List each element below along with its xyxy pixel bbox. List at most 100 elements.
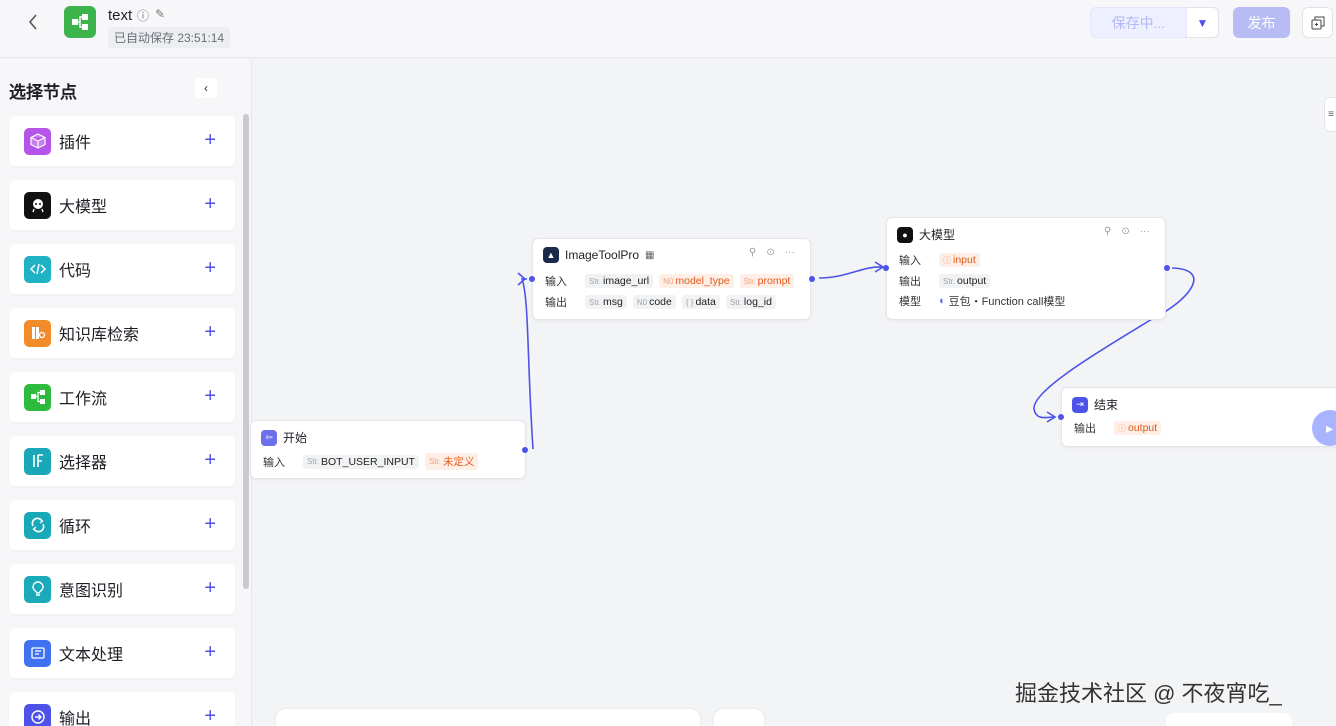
plugin-icon <box>24 127 51 155</box>
collapse-sidebar-button[interactable]: ‹ <box>195 78 217 98</box>
param-tag: Str.prompt <box>739 274 795 288</box>
sidebar-item-code[interactable]: 代码 + <box>9 244 235 294</box>
node-title: ImageToolPro <box>565 248 640 262</box>
debug-icon[interactable]: ⚲ <box>749 247 757 258</box>
sidebar-item-knowledge[interactable]: 知识库检索 + <box>9 308 235 358</box>
end-icon: ⇥ <box>1072 396 1088 413</box>
sidebar-item-workflow[interactable]: 工作流 + <box>9 372 235 422</box>
save-dropdown-button[interactable]: ▼ <box>1187 7 1219 38</box>
menu-icon: ≡ <box>1328 109 1334 120</box>
copy-button[interactable] <box>1302 7 1333 38</box>
llm-icon <box>24 191 51 219</box>
sidebar-item-plugin[interactable]: 插件 + <box>9 116 235 166</box>
output-label: 输出 <box>1074 423 1096 435</box>
imagetool-node[interactable]: ▲ ImageToolPro ▦ ⚲ ⊙ ··· 输入 Str.image_ur… <box>529 238 815 320</box>
sidebar-scrollbar[interactable] <box>243 114 249 589</box>
add-icon[interactable]: + <box>204 129 216 151</box>
output-port[interactable] <box>522 447 528 453</box>
edge-llm-to-end <box>1033 267 1195 419</box>
bottom-toolbar[interactable] <box>276 709 700 726</box>
sidebar-item-output[interactable]: 输出 + <box>9 692 235 726</box>
run-icon[interactable]: ⊙ <box>766 247 775 258</box>
sidebar-item-label: 文本处理 <box>59 647 124 664</box>
output-port[interactable] <box>809 276 815 282</box>
param-tag: Str.output <box>939 274 991 288</box>
input-port[interactable] <box>529 276 535 282</box>
start-icon: ⇦ <box>261 429 277 446</box>
add-icon[interactable]: + <box>204 513 216 535</box>
back-arrow-icon[interactable] <box>22 10 44 34</box>
sidebar-item-label: 大模型 <box>59 199 108 216</box>
sidebar-item-label: 代码 <box>59 263 92 280</box>
add-icon[interactable]: + <box>204 705 216 726</box>
info-icon[interactable]: ⓘ <box>137 9 150 23</box>
more-icon[interactable]: ··· <box>784 247 795 258</box>
calendar-icon: ▦ <box>645 249 655 261</box>
add-icon[interactable]: + <box>204 385 216 407</box>
add-icon[interactable]: + <box>204 321 216 343</box>
debug-icon[interactable]: ⚲ <box>1104 226 1112 237</box>
right-panel-toggle[interactable]: ≡ <box>1324 97 1336 132</box>
chevron-left-icon: ‹ <box>204 81 208 95</box>
edit-icon[interactable]: ✎ <box>155 7 166 21</box>
input-label: 输入 <box>899 255 921 267</box>
sidebar-item-label: 工作流 <box>59 391 108 408</box>
node-title: 开始 <box>283 431 308 445</box>
sidebar-item-selector[interactable]: 选择器 + <box>9 436 235 486</box>
node-title: 结束 <box>1094 398 1119 412</box>
param-tag: Str.log_id <box>725 295 776 309</box>
input-label: 输入 <box>545 276 567 288</box>
more-icon[interactable]: ··· <box>1139 226 1150 237</box>
workflow-title: text <box>108 7 133 24</box>
workflow-canvas[interactable]: ⇦ 开始 输入 Str.BOT_USER_INPUT Str.未定义 ▲ Ima… <box>250 59 1336 726</box>
node-sidebar: 选择节点 ‹ 插件 + 大模型 + 代码 + 知识库检索 + 工作流 + <box>0 59 252 726</box>
watermark-text: 掘金技术社区 @ 不夜宵吃_ <box>1015 681 1282 706</box>
model-value: 豆包・Function call模型 <box>948 296 1066 308</box>
add-icon[interactable]: + <box>204 577 216 599</box>
node-title: 大模型 <box>919 228 956 242</box>
add-icon[interactable]: + <box>204 193 216 215</box>
selector-icon <box>24 447 51 475</box>
sidebar-item-intent[interactable]: 意图识别 + <box>9 564 235 614</box>
add-icon[interactable]: + <box>204 257 216 279</box>
output-label: 输出 <box>545 297 567 309</box>
llm-icon: ● <box>897 226 913 243</box>
publish-button[interactable]: 发布 <box>1233 7 1290 38</box>
bottom-right-panel[interactable] <box>1166 713 1292 726</box>
sidebar-item-label: 知识库检索 <box>59 327 140 344</box>
code-icon <box>24 255 51 283</box>
save-button[interactable]: 保存中... <box>1090 7 1187 38</box>
input-port[interactable] <box>1058 414 1064 420</box>
add-icon[interactable]: + <box>204 641 216 663</box>
bottom-toolbar-secondary[interactable] <box>714 709 764 726</box>
param-tag: Str.msg <box>585 295 627 309</box>
top-header: text ⓘ ✎ 已自动保存 23:51:14 保存中... ▼ 发布 <box>0 0 1336 58</box>
workflow-app-icon <box>64 6 96 38</box>
test-run-button[interactable]: ▸ <box>1312 410 1336 446</box>
input-label: 输入 <box>263 456 285 469</box>
input-port[interactable] <box>883 265 889 271</box>
param-tag: Str.BOT_USER_INPUT <box>303 454 419 469</box>
workflow-icon <box>24 383 51 411</box>
warning-tag: Str.未定义 <box>424 453 479 470</box>
sidebar-item-loop[interactable]: 循环 + <box>9 500 235 550</box>
sidebar-item-llm[interactable]: 大模型 + <box>9 180 235 230</box>
add-icon[interactable]: + <box>204 449 216 471</box>
model-label: 模型 <box>899 296 921 308</box>
sidebar-item-label: 输出 <box>59 711 92 726</box>
intent-icon <box>24 575 51 603</box>
sidebar-item-label: 循环 <box>59 519 92 536</box>
edge-start-to-imagetool <box>520 278 534 450</box>
sidebar-item-text-process[interactable]: 文本处理 + <box>9 628 235 678</box>
output-port[interactable] <box>1164 265 1170 271</box>
copy-icon <box>1311 16 1324 29</box>
run-icon[interactable]: ⊙ <box>1121 226 1130 237</box>
autosave-status: 已自动保存 23:51:14 <box>108 27 231 48</box>
param-tag: { }data <box>681 295 720 309</box>
connection-edges <box>517 261 1195 450</box>
start-node[interactable]: ⇦ 开始 输入 Str.BOT_USER_INPUT Str.未定义 <box>250 420 528 479</box>
